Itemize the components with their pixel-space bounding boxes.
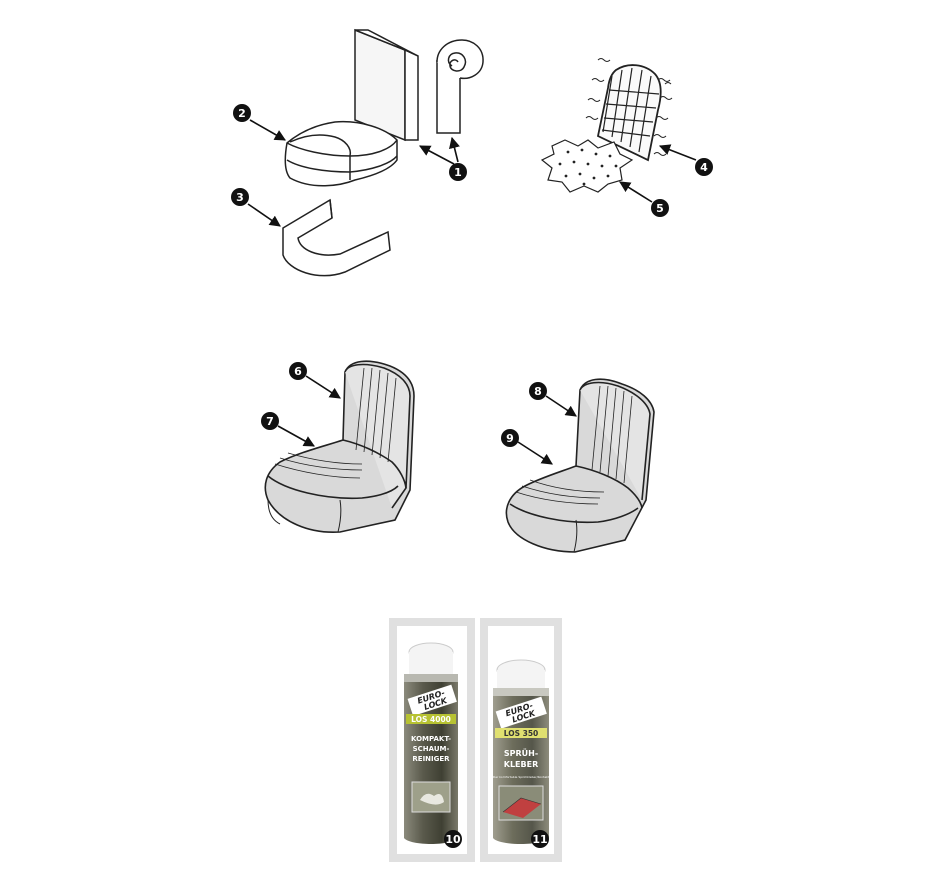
seat-cushion (284, 120, 398, 187)
svg-text:1: 1 (454, 166, 462, 179)
can-product-line: REINIGER (412, 755, 450, 763)
callout-2: 2 (233, 104, 251, 122)
can-product-line: KLEBER (504, 760, 538, 769)
svg-text:4: 4 (700, 161, 708, 174)
can-brand-logo: EURO- LOCK (407, 684, 457, 716)
svg-text:8: 8 (534, 385, 542, 398)
callout-6: 6 (289, 362, 307, 380)
can-model-label: LOS 350 (504, 729, 539, 738)
svg-text:7: 7 (266, 415, 274, 428)
can-product-line: KOMPAKT- (411, 735, 451, 743)
foam-board (354, 28, 419, 142)
spray-can-adhesive: EURO- LOCK LOS 350 SPRÜH- KLEBER Der kom… (480, 618, 562, 862)
callout-10: 10 (445, 833, 461, 846)
svg-text:2: 2 (238, 107, 246, 120)
can-product-line: SCHAUM- (413, 745, 450, 753)
callout-1: 1 (449, 163, 467, 181)
seat-skirt (282, 198, 391, 277)
can-product-line: SPRÜH- (504, 748, 538, 758)
callout-8: 8 (529, 382, 547, 400)
svg-text:6: 6 (294, 365, 302, 378)
callout-3: 3 (231, 188, 249, 206)
spray-can-cleaner: EURO- LOCK LOS 4000 KOMPAKT- SCHAUM- REI… (389, 618, 475, 862)
seat-assembly-right (505, 378, 655, 553)
svg-text:9: 9 (506, 432, 514, 445)
callout-7: 7 (261, 412, 279, 430)
foam-roll (436, 39, 484, 134)
can-model-label: LOS 4000 (411, 715, 451, 724)
seat-base-net (540, 139, 634, 193)
seat-assembly-left (264, 360, 415, 533)
callout-4: 4 (695, 158, 713, 176)
can-fine-print: Der komfortable Sprühkleber/Kontakt (493, 775, 550, 779)
svg-text:5: 5 (656, 202, 664, 215)
seat-back-spring (585, 58, 673, 162)
svg-text:3: 3 (236, 191, 244, 204)
callout-9: 9 (501, 429, 519, 447)
callout-arrows (247, 119, 697, 465)
callout-5: 5 (651, 199, 669, 217)
callout-11: 11 (532, 833, 547, 846)
